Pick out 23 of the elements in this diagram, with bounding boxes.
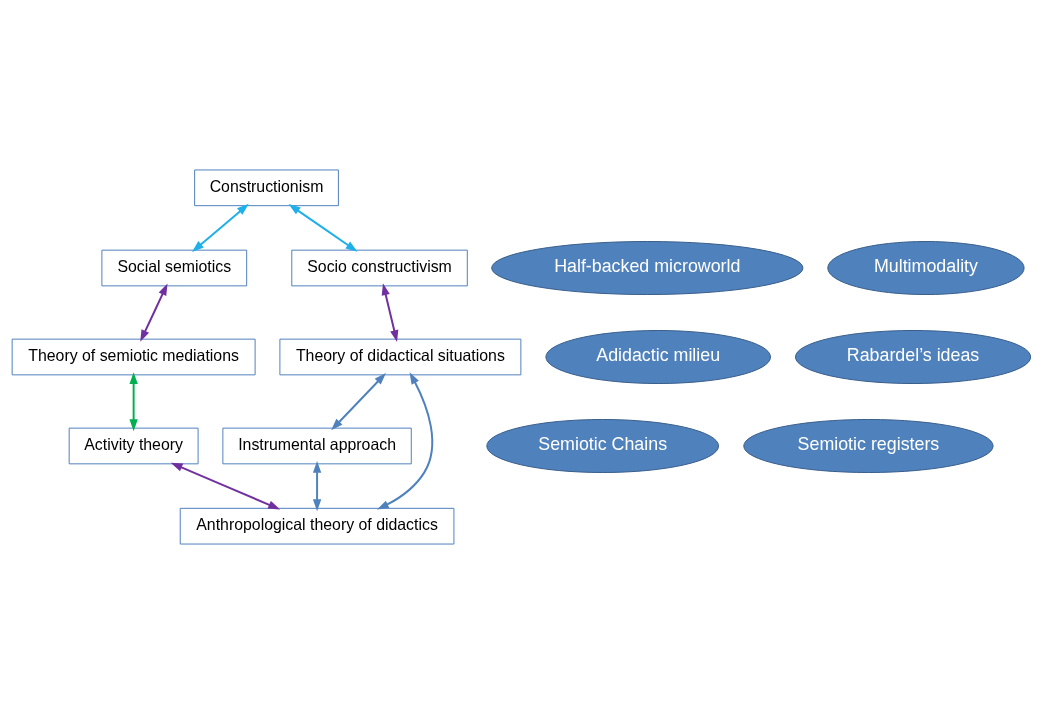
arrow <box>140 282 168 342</box>
arrow <box>331 372 386 430</box>
arrow <box>381 282 399 342</box>
node-box: Social semiotics <box>101 249 248 286</box>
node-ellipse: Multimodality <box>827 240 1025 295</box>
node-box: Instrumental approach <box>222 427 412 464</box>
node-ellipse: Rabardel’s ideas <box>794 329 1032 384</box>
arrow <box>129 371 138 431</box>
arrow <box>376 371 434 510</box>
node-box: Anthropological theory of didactics <box>179 507 455 545</box>
arrow <box>312 460 322 511</box>
arrow <box>288 203 358 252</box>
node-box: Activity theory <box>68 427 199 464</box>
arrow <box>170 462 281 509</box>
node-box: Theory of semiotic mediations <box>11 338 256 375</box>
arrow <box>191 203 249 252</box>
node-box: Socio constructivism <box>291 249 468 286</box>
node-box: Constructionism <box>194 168 339 206</box>
node-ellipse: Half-backed microworld <box>491 240 804 295</box>
node-ellipse: Semiotic Chains <box>486 418 720 473</box>
node-box: Theory of didactical situations <box>279 338 522 375</box>
node-ellipse: Adidactic milieu <box>545 329 772 384</box>
node-ellipse: Semiotic registers <box>743 418 994 473</box>
